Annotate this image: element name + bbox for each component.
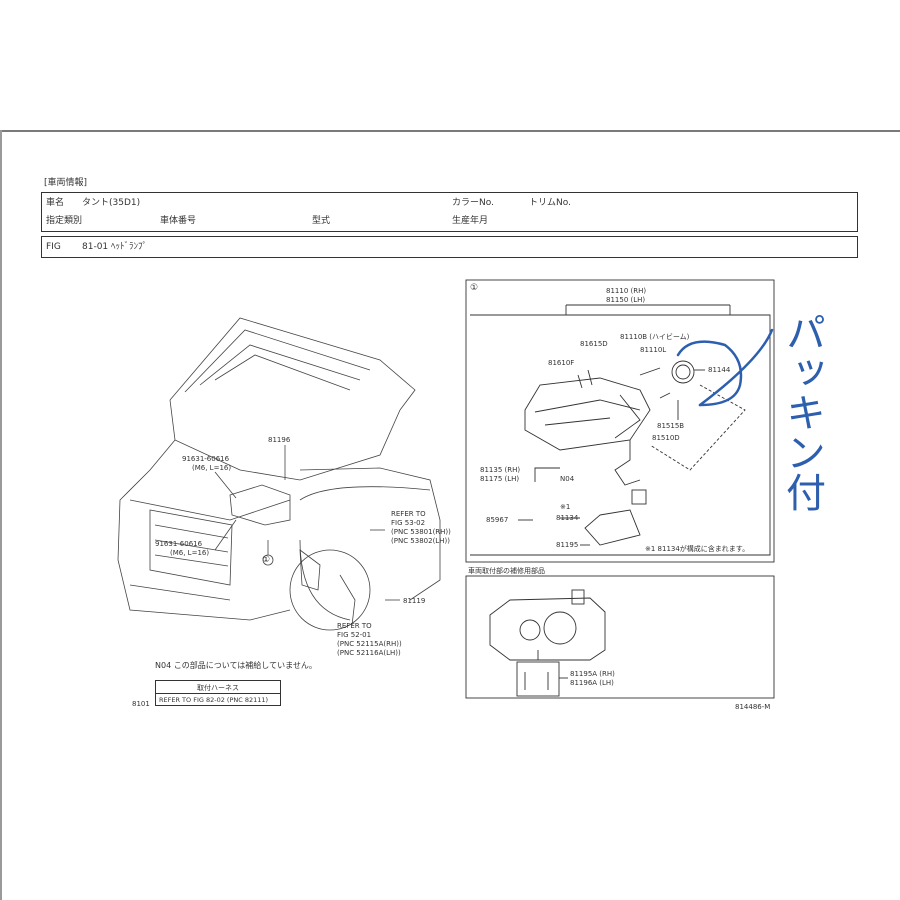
label-bolt-bottom: 91631-60616 <box>155 540 203 548</box>
packing-ring <box>671 360 695 384</box>
label-81110-rh: 81110 (RH) <box>606 287 647 295</box>
production-date-label: 生産年月 <box>452 216 489 226</box>
headlamp-rear-view <box>489 597 606 661</box>
fig-row: FIG 81-01 ﾍｯﾄﾞﾗﾝﾌﾟ <box>41 236 858 258</box>
ref-fig-53-line2: FIG 53-02 <box>391 519 426 527</box>
fig-label: FIG <box>46 242 61 252</box>
handwritten-circle <box>676 340 743 407</box>
ref-fig-52-line2: FIG 52-01 <box>337 631 372 639</box>
repair-parts-frame <box>465 575 775 699</box>
note-star-1: ※1 81134が構成に含まれます。 <box>645 545 750 553</box>
fender-outline <box>299 467 441 601</box>
label-81135-rh: 81135 (RH) <box>480 466 521 474</box>
label-bolt-top-spec: (M6, L=16) <box>192 464 232 472</box>
label-81510d: 81510D <box>652 434 680 442</box>
car-grille <box>149 509 233 586</box>
label-81110b: 81110B (ハイビーム) <box>620 333 690 341</box>
label-bolt-bottom-spec: (M6, L=16) <box>170 549 210 557</box>
car-body-outline <box>117 439 291 621</box>
repair-parts-title: 車両取付部の補修用部品 <box>468 567 545 575</box>
body-number-label: 車体番号 <box>160 216 197 226</box>
car-name-label: 車名 <box>46 198 65 208</box>
ref-fig-53-line4: (PNC 53802(LH)) <box>391 537 450 545</box>
label-81615d: 81615D <box>580 340 608 348</box>
ref-fig-52-line4: (PNC 52116A(LH)) <box>337 649 401 657</box>
car-hood-outline <box>169 317 416 411</box>
ballast-unit <box>584 509 641 546</box>
label-star-1: ※1 <box>560 503 571 511</box>
car-name-value: タント(35D1) <box>82 198 141 208</box>
color-no-label: カラーNo. <box>452 198 494 208</box>
label-81175-lh: 81175 (LH) <box>480 475 520 483</box>
label-81119: 81119 <box>403 597 426 605</box>
trim-no-label: トリムNo. <box>529 198 571 208</box>
label-81515b: 81515B <box>657 422 685 430</box>
ref-fig-52-line3: (PNC 52115A(RH)) <box>337 640 402 648</box>
note-n04: N04 この部品については補給していません。 <box>155 661 317 670</box>
harness-box: 取付ハーネス REFER TO FIG 82-02 (PNC 82111) <box>155 680 281 706</box>
drawing-number: 814486-M <box>735 703 771 711</box>
harness-title: 取付ハーネス <box>197 684 239 692</box>
label-81195: 81195 <box>556 541 579 549</box>
left-headlamp <box>229 484 291 526</box>
headlamp-frame <box>465 279 775 563</box>
label-n04: N04 <box>560 475 575 483</box>
label-bolt-top: 91631-60616 <box>182 455 230 463</box>
label-81196a-lh: 81196A (LH) <box>570 679 614 687</box>
model-label: 型式 <box>312 216 331 226</box>
marker-1-right: ① <box>470 283 479 293</box>
handwritten-note: パッキン付 <box>779 312 825 512</box>
label-81144: 81144 <box>708 366 731 374</box>
marker-1-left: ① <box>262 555 271 565</box>
sheet-top-edge <box>0 130 900 132</box>
vehicle-info-table: 車名 タント(35D1) カラーNo. トリムNo. 指定類別 車体番号 型式 … <box>41 192 858 232</box>
designation-label: 指定類別 <box>46 216 83 226</box>
label-81196: 81196 <box>268 436 291 444</box>
headlamp-unit <box>524 377 651 451</box>
harness-reference: REFER TO FIG 82-02 (PNC 82111) <box>159 696 269 704</box>
label-81134: 81134 <box>556 514 579 522</box>
fig-value: 81-01 ﾍｯﾄﾞﾗﾝﾌﾟ <box>82 242 148 252</box>
label-85967: 85967 <box>486 516 509 524</box>
label-81150-lh: 81150 (LH) <box>606 296 646 304</box>
label-81195a-rh: 81195A (RH) <box>570 670 615 678</box>
wheel-arch <box>289 549 371 631</box>
page-id: 8101 <box>132 700 150 708</box>
ref-fig-53-line3: (PNC 53801(RH)) <box>391 528 451 536</box>
sheet-left-edge <box>0 130 2 900</box>
label-81610f: 81610F <box>548 359 575 367</box>
bracket-detail <box>516 661 560 697</box>
label-81110l: 81110L <box>640 346 667 354</box>
ref-fig-52-line1: REFER TO <box>337 622 372 630</box>
ref-fig-53-line1: REFER TO <box>391 510 426 518</box>
vehicle-info-title: [車両情報] <box>44 178 88 188</box>
